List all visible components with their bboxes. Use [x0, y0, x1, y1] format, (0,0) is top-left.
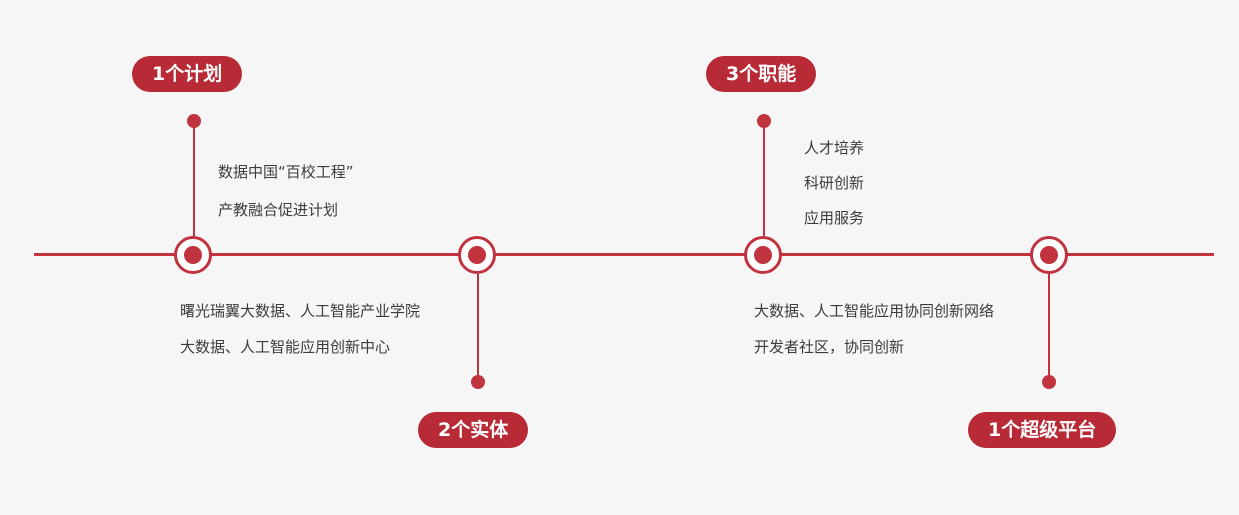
stage-1-node-core — [184, 246, 202, 264]
stage-1-description: 数据中国“百校工程” 产教融合促进计划 — [218, 161, 354, 220]
stage-3-label: 3个职能 — [706, 56, 817, 92]
stage-2-end-dot — [471, 375, 485, 389]
stage-3-description: 人才培养 科研创新 应用服务 — [804, 137, 864, 228]
stage-3-line-3: 应用服务 — [804, 209, 865, 227]
stage-2-line-2: 大数据、人工智能应用创新中心 — [180, 338, 391, 356]
timeline-axis — [34, 253, 1214, 256]
stage-3-node — [744, 236, 782, 274]
stage-4-stem — [1048, 274, 1050, 382]
stage-1-label: 1个计划 — [132, 56, 243, 92]
stage-4-node-core — [1040, 246, 1058, 264]
stage-4-label: 1个超级平台 — [968, 412, 1117, 448]
stage-2-stem — [477, 274, 479, 382]
stage-2-node-core — [468, 246, 486, 264]
stage-4-line-2: 开发者社区，协同创新 — [754, 338, 905, 356]
stage-3-line-1: 人才培养 — [804, 139, 865, 157]
stage-2-label: 2个实体 — [418, 412, 529, 448]
stage-4-node — [1030, 236, 1068, 274]
stage-1-stem — [193, 121, 195, 236]
stage-2-node — [458, 236, 496, 274]
stage-2-line-1: 曙光瑞翼大数据、人工智能产业学院 — [180, 302, 421, 320]
stage-3-node-core — [754, 246, 772, 264]
stage-2-description: 曙光瑞翼大数据、人工智能产业学院 大数据、人工智能应用创新中心 — [180, 300, 420, 357]
stage-1-line-2: 产教融合促进计划 — [218, 201, 339, 219]
stage-4-description: 大数据、人工智能应用协同创新网络 开发者社区，协同创新 — [754, 300, 994, 357]
stage-4-line-1: 大数据、人工智能应用协同创新网络 — [754, 302, 995, 320]
stage-1-line-1: 数据中国“百校工程” — [218, 163, 354, 181]
stage-1-node — [174, 236, 212, 274]
stage-4-end-dot — [1042, 375, 1056, 389]
stage-3-line-2: 科研创新 — [804, 174, 865, 192]
stage-3-stem — [763, 121, 765, 236]
